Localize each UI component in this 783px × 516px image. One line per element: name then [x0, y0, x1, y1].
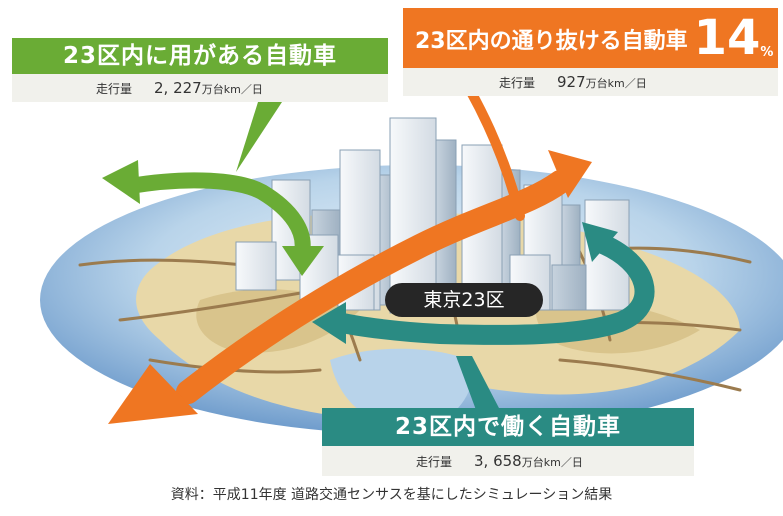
callout-local-title: 23区内に用がある自動車: [12, 38, 388, 74]
teal-arrow: [312, 222, 655, 345]
metric-label: 走行量: [416, 455, 453, 469]
metric-value: 2, 227: [154, 79, 202, 97]
metric-value: 3, 658: [474, 452, 522, 470]
through-traffic-percent: 14: [693, 10, 761, 66]
metric-unit: 万台km／日: [521, 456, 583, 469]
callout-working-traffic: 23区内で働く自動車 走行量 3, 658万台km／日: [322, 408, 694, 476]
metric-label: 走行量: [499, 76, 536, 90]
callout-through-title: 23区内の通り抜ける自動車: [415, 29, 688, 54]
callout-local-traffic: 23区内に用がある自動車 走行量 2, 227万台km／日: [12, 38, 388, 102]
tokyo-23-wards-label: 東京23区: [385, 283, 543, 317]
green-arrow: [102, 160, 324, 276]
percent-unit: %: [760, 45, 774, 60]
teal-pointer: [456, 356, 500, 410]
metric-unit: 万台km／日: [585, 77, 647, 90]
metric-value: 927: [557, 73, 586, 91]
green-pointer: [236, 102, 282, 172]
orange-arrow: [108, 85, 592, 424]
metric-label: 走行量: [96, 82, 133, 96]
metric-unit: 万台km／日: [201, 83, 263, 96]
callout-working-metric: 走行量 3, 658万台km／日: [322, 446, 694, 476]
callout-local-metric: 走行量 2, 227万台km／日: [12, 74, 388, 102]
callout-working-title: 23区内で働く自動車: [322, 408, 694, 446]
callout-through-metric: 走行量 927万台km／日: [403, 68, 778, 96]
source-note: 資料：平成11年度 道路交通センサスを基にしたシミュレーション結果: [170, 487, 613, 503]
